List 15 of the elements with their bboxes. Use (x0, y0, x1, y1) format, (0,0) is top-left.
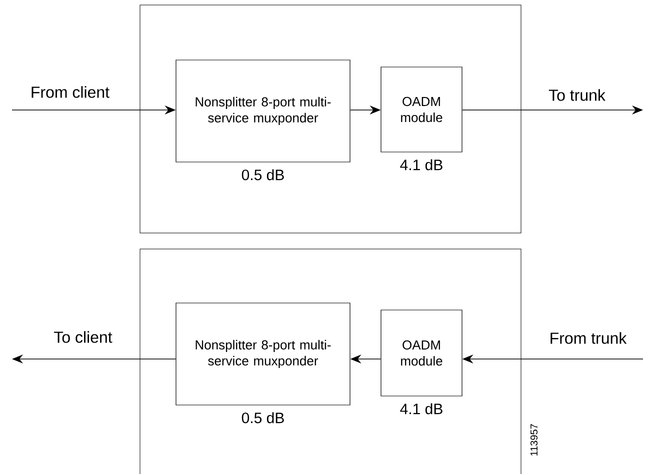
edge-label: From trunk (550, 332, 627, 344)
loss-label: 0.5 dB (242, 412, 284, 424)
enclosure-box (140, 248, 522, 474)
edge-label: To client (54, 331, 112, 343)
edge-label: From client (32, 86, 110, 98)
loss-label: 4.1 dB (400, 159, 442, 170)
muxponder-box: Nonsplitter 8-port multi-service muxponder (176, 60, 350, 162)
edge-label: To trunk (548, 89, 606, 101)
muxponder-box: Nonsplitter 8-port multi-service muxponder (176, 302, 350, 406)
enclosure-box (140, 4, 522, 234)
loss-label: 0.5 dB (242, 169, 284, 180)
module-box: OADM module (380, 66, 462, 152)
loss-label: 4.1 dB (400, 403, 442, 414)
figure-number: 113957 (530, 424, 538, 456)
module-box: OADM module (380, 310, 462, 396)
